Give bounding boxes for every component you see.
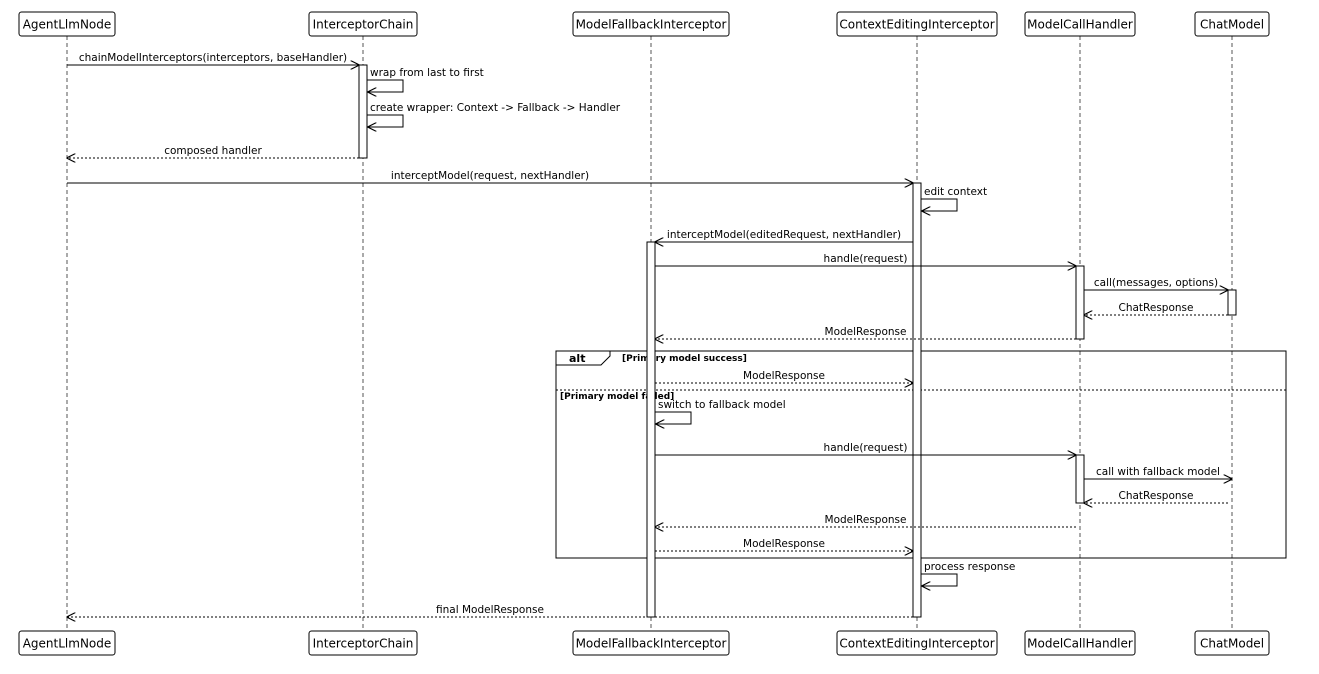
message-20: final ModelResponse <box>67 604 913 617</box>
message-label: composed handler <box>164 145 262 157</box>
self-message-arrow <box>921 573 958 586</box>
participant-handler-bottom: ModelCallHandler <box>1024 630 1136 656</box>
message-label: handle(request) <box>824 253 908 265</box>
participant-label: ModelCallHandler <box>1027 637 1133 651</box>
participant-context-bottom: ContextEditingInterceptor <box>836 630 998 656</box>
message-14: handle(request) <box>655 442 1076 455</box>
message-7: interceptModel(editedRequest, nextHandle… <box>655 229 913 242</box>
participant-label: AgentLlmNode <box>23 637 112 651</box>
self-message-arrow <box>921 198 958 211</box>
participant-fallback-bottom: ModelFallbackInterceptor <box>572 630 730 656</box>
message-label: ModelResponse <box>825 514 907 526</box>
participant-label: ModelFallbackInterceptor <box>576 18 727 32</box>
message-label: interceptModel(editedRequest, nextHandle… <box>667 229 901 241</box>
message-label: call(messages, options) <box>1094 277 1218 289</box>
activation-bar <box>358 64 368 159</box>
message-9: call(messages, options) <box>1084 277 1228 290</box>
participant-label: ModelFallbackInterceptor <box>576 637 727 651</box>
message-label: ChatResponse <box>1119 490 1194 502</box>
message-label: handle(request) <box>824 442 908 454</box>
participant-label: ChatModel <box>1200 637 1264 651</box>
message-11: ModelResponse <box>655 326 1076 339</box>
participant-agent-top: AgentLlmNode <box>18 11 116 37</box>
message-8: handle(request) <box>655 253 1076 266</box>
message-18: ModelResponse <box>655 538 913 551</box>
activation-bar <box>1227 289 1237 316</box>
message-label: call with fallback model <box>1096 466 1220 478</box>
participant-label: AgentLlmNode <box>23 18 112 32</box>
fragment-guard-failed: [Primary model failed] <box>560 392 674 402</box>
message-19: process response <box>921 561 1015 586</box>
participant-label: ContextEditingInterceptor <box>839 18 994 32</box>
message-label: process response <box>924 561 1015 573</box>
self-message-arrow <box>655 411 692 424</box>
participant-label: ContextEditingInterceptor <box>839 637 994 651</box>
message-label: ModelResponse <box>825 326 907 338</box>
message-13: switch to fallback model <box>655 399 786 424</box>
message-4: composed handler <box>67 145 359 158</box>
message-6: edit context <box>921 186 987 211</box>
message-label: ChatResponse <box>1119 302 1194 314</box>
message-2: wrap from last to first <box>367 67 484 92</box>
fragment-guard-success: [Primary model success] <box>622 354 747 364</box>
activation-bar <box>1075 265 1085 340</box>
message-label: final ModelResponse <box>436 604 544 616</box>
participant-label: ChatModel <box>1200 18 1264 32</box>
participant-context-top: ContextEditingInterceptor <box>836 11 998 37</box>
activation-bar <box>1075 454 1085 504</box>
message-12: ModelResponse <box>655 370 913 383</box>
message-label: wrap from last to first <box>370 67 484 79</box>
participant-chain-top: InterceptorChain <box>308 11 418 37</box>
message-label: edit context <box>924 186 987 198</box>
participant-agent-bottom: AgentLlmNode <box>18 630 116 656</box>
participant-label: ModelCallHandler <box>1027 18 1133 32</box>
message-3: create wrapper: Context -> Fallback -> H… <box>367 102 621 127</box>
message-label: create wrapper: Context -> Fallback -> H… <box>370 102 621 114</box>
self-message-arrow <box>367 114 404 127</box>
message-15: call with fallback model <box>1084 466 1232 479</box>
message-label: switch to fallback model <box>658 399 786 411</box>
participant-chat-top: ChatModel <box>1194 11 1270 37</box>
activation-bar <box>912 182 922 618</box>
message-10: ChatResponse <box>1084 302 1228 315</box>
participant-fallback-top: ModelFallbackInterceptor <box>572 11 730 37</box>
participant-label: InterceptorChain <box>313 18 414 32</box>
fragment-keyword: alt <box>569 352 585 365</box>
participant-chat-bottom: ChatModel <box>1194 630 1270 656</box>
participant-chain-bottom: InterceptorChain <box>308 630 418 656</box>
message-label: interceptModel(request, nextHandler) <box>391 170 589 182</box>
participant-handler-top: ModelCallHandler <box>1024 11 1136 37</box>
message-label: ModelResponse <box>743 370 825 382</box>
self-message-arrow <box>367 79 404 92</box>
message-1: chainModelInterceptors(interceptors, bas… <box>67 52 359 65</box>
activation-bar <box>646 241 656 618</box>
message-16: ChatResponse <box>1084 490 1228 503</box>
message-label: ModelResponse <box>743 538 825 550</box>
message-5: interceptModel(request, nextHandler) <box>67 170 913 183</box>
message-17: ModelResponse <box>655 514 1076 527</box>
message-label: chainModelInterceptors(interceptors, bas… <box>79 52 347 64</box>
participant-label: InterceptorChain <box>313 637 414 651</box>
